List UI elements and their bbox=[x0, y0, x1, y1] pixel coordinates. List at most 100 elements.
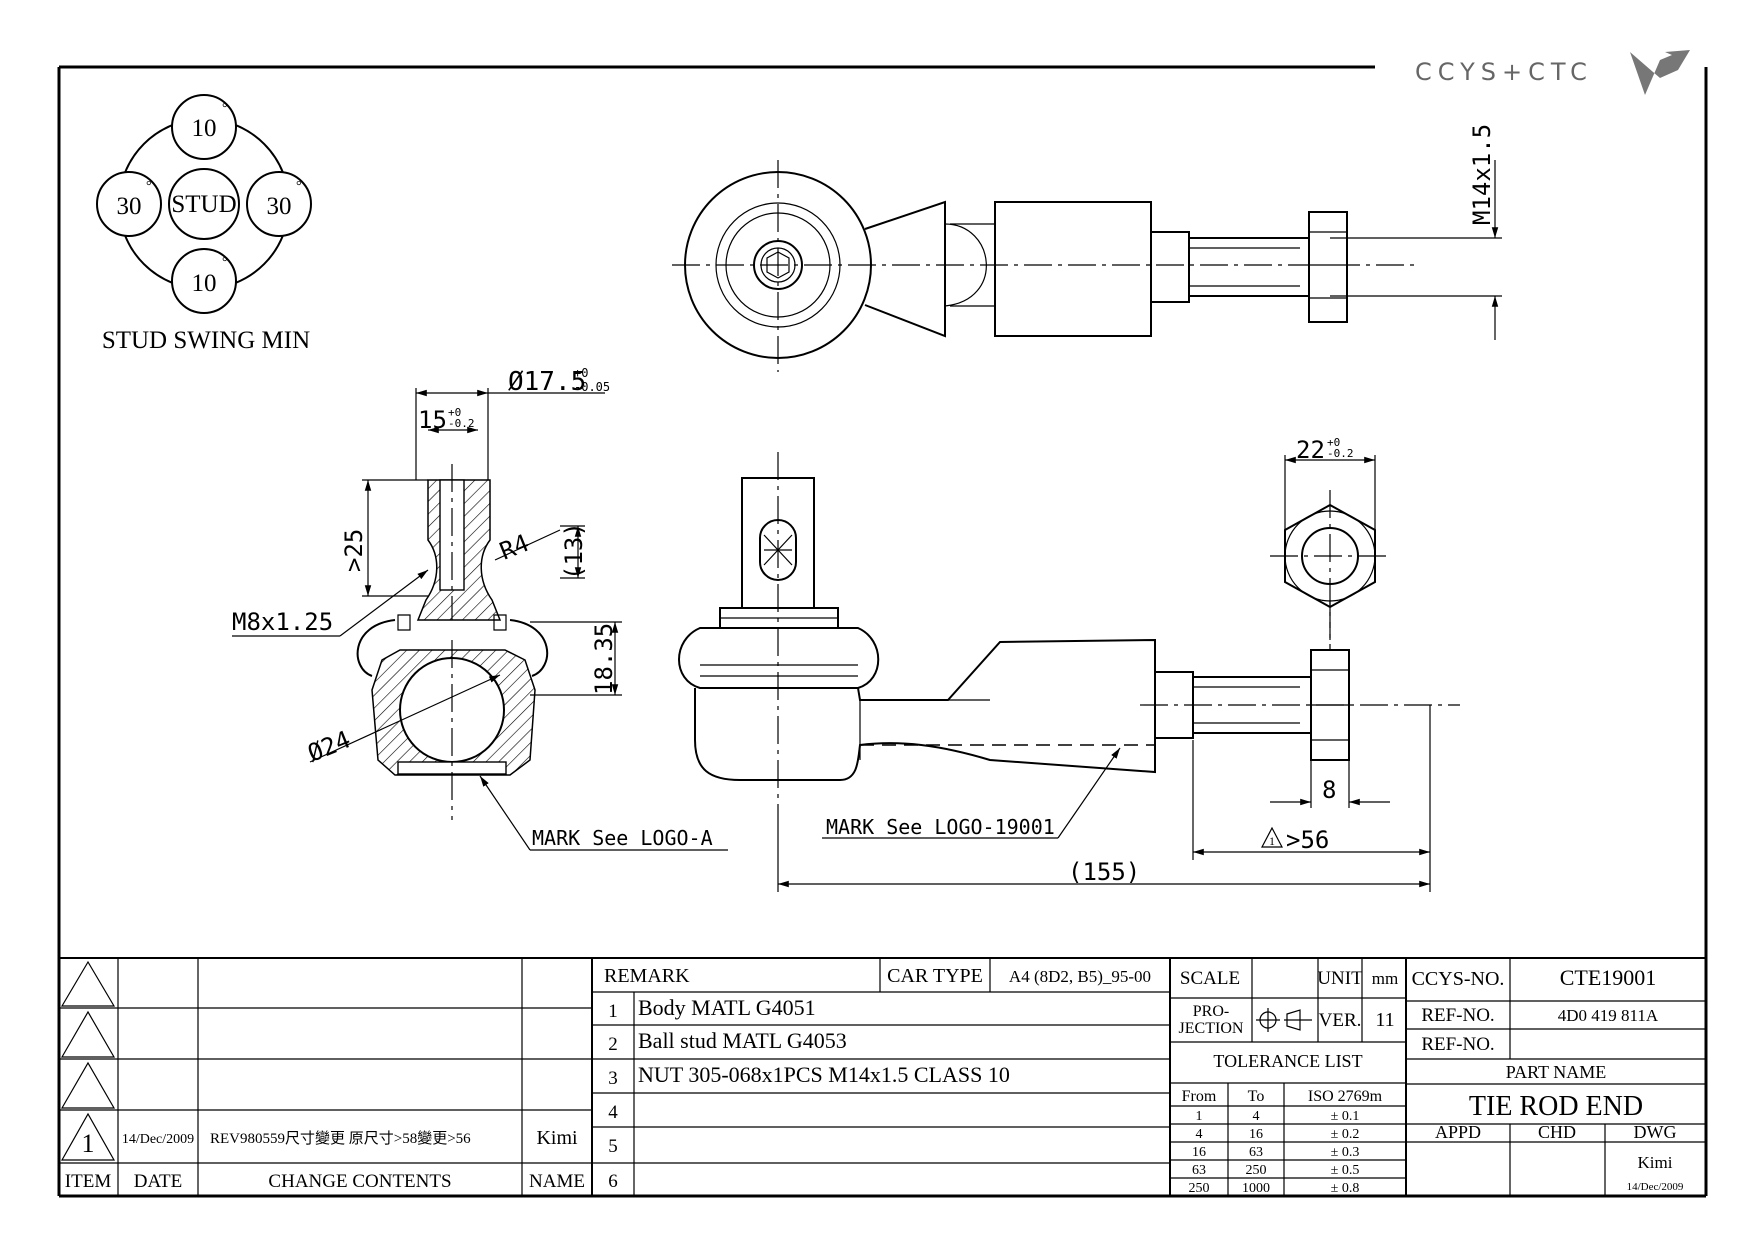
appd-label: APPD bbox=[1435, 1122, 1481, 1142]
dim-r4: R4 bbox=[496, 529, 533, 566]
unit-value: mm bbox=[1372, 969, 1398, 988]
dim-m8: M8x1.25 bbox=[232, 608, 333, 636]
svg-text:1: 1 bbox=[1196, 1109, 1203, 1124]
title-block: CCYS-NO. CTE19001 REF-NO. 4D0 419 811A R… bbox=[1412, 965, 1684, 1193]
unit-label: UNIT bbox=[1317, 968, 1363, 989]
scale-label: SCALE bbox=[1180, 968, 1240, 989]
svg-text:± 0.8: ± 0.8 bbox=[1331, 1181, 1360, 1196]
svg-text:± 0.5: ± 0.5 bbox=[1331, 1163, 1360, 1178]
svg-text:1000: 1000 bbox=[1242, 1181, 1270, 1196]
part-name-label: PART NAME bbox=[1506, 1062, 1606, 1082]
dwg-name: Kimi bbox=[1638, 1153, 1673, 1172]
svg-text:± 0.2: ± 0.2 bbox=[1331, 1127, 1360, 1142]
dim-m14: M14x1.5 bbox=[1468, 124, 1496, 225]
dim-25: >25 bbox=[340, 529, 368, 572]
col-contents: CHANGE CONTENTS bbox=[268, 1171, 451, 1192]
ref-no-value: 4D0 419 811A bbox=[1558, 1006, 1659, 1025]
svg-text:1: 1 bbox=[1269, 834, 1275, 848]
svg-text:JECTION: JECTION bbox=[1179, 1020, 1244, 1037]
svg-text:16: 16 bbox=[1192, 1145, 1206, 1160]
dim-56: >56 bbox=[1286, 826, 1329, 854]
svg-text:-0.2: -0.2 bbox=[1327, 447, 1354, 460]
remark-label: REMARK bbox=[604, 965, 690, 987]
svg-text:3: 3 bbox=[608, 1068, 618, 1089]
logo-text: CCYS+CTC bbox=[1415, 58, 1593, 86]
svg-text:16: 16 bbox=[1249, 1127, 1263, 1142]
svg-text:250: 250 bbox=[1189, 1181, 1210, 1196]
revision-table: 1 14/Dec/2009 REV980559尺寸變更 原尺寸>58變更>56 … bbox=[65, 1127, 585, 1192]
dim-15: 15 bbox=[418, 406, 447, 434]
dim-155: (155) bbox=[1068, 858, 1140, 886]
col-item: ITEM bbox=[65, 1171, 112, 1192]
stud-swing-title: STUD SWING MIN bbox=[102, 327, 310, 354]
swing-top: 10 bbox=[192, 115, 217, 142]
svg-text:-0.05: -0.05 bbox=[574, 380, 610, 394]
svg-text:+0: +0 bbox=[574, 366, 588, 380]
svg-text:± 0.1: ± 0.1 bbox=[1331, 1109, 1360, 1124]
svg-text:250: 250 bbox=[1246, 1163, 1267, 1178]
svg-text:+0: +0 bbox=[448, 406, 461, 419]
part-name-value: TIE ROD END bbox=[1469, 1091, 1643, 1122]
svg-text:From: From bbox=[1182, 1088, 1217, 1105]
side-view: 22 +0 -0.2 8 1 >56 (155) MARK See LOGO-1… bbox=[678, 436, 1460, 892]
car-type-value: A4 (8D2, B5)_95-00 bbox=[1009, 967, 1151, 986]
ccys-no-label: CCYS-NO. bbox=[1412, 968, 1505, 990]
remark-item-2: Ball stud MATL G4053 bbox=[638, 1028, 847, 1053]
stud-label: STUD bbox=[171, 191, 236, 218]
section-view: Ø17.5 +0 -0.05 15 +0 -0.2 >25 R4 (13) M8… bbox=[232, 366, 728, 851]
ccys-no-value: CTE19001 bbox=[1560, 965, 1657, 990]
dwg-date: 14/Dec/2009 bbox=[1627, 1181, 1684, 1193]
swing-left: 30 bbox=[117, 193, 142, 220]
note-logo-a: MARK See LOGO-A bbox=[532, 826, 713, 850]
rev-name: Kimi bbox=[536, 1127, 578, 1149]
svg-text:4: 4 bbox=[1196, 1127, 1203, 1142]
remark-table: REMARK CAR TYPE A4 (8D2, B5)_95-00 1 Bod… bbox=[604, 965, 1151, 1192]
logo-mark-icon bbox=[1630, 50, 1690, 95]
chd-label: CHD bbox=[1538, 1122, 1576, 1142]
dim-dia24: Ø24 bbox=[304, 725, 355, 767]
rev-contents: REV980559尺寸變更 原尺寸>58變更>56 bbox=[210, 1130, 471, 1147]
svg-text:ISO 2769m: ISO 2769m bbox=[1308, 1088, 1383, 1105]
dim-dia17: Ø17.5 bbox=[508, 367, 586, 397]
svg-text:4: 4 bbox=[608, 1102, 618, 1123]
projection-symbol-icon bbox=[1256, 1008, 1312, 1032]
top-view: M14x1.5 bbox=[672, 124, 1502, 372]
ref-no2-label: REF-NO. bbox=[1421, 1034, 1494, 1055]
remark-item-3: NUT 305-068x1PCS M14x1.5 CLASS 10 bbox=[638, 1062, 1010, 1087]
spec-table: SCALE UNIT mm PRO- JECTION VER. 11 TOLER… bbox=[1179, 968, 1399, 1196]
dwg-label: DWG bbox=[1634, 1122, 1677, 1142]
svg-text:°: ° bbox=[222, 101, 228, 116]
dim-8: 8 bbox=[1322, 776, 1336, 804]
dim-18-35: 18.35 bbox=[590, 623, 618, 695]
svg-text:5: 5 bbox=[608, 1136, 618, 1157]
svg-text:°: ° bbox=[222, 255, 228, 270]
rev-symbol: 1 bbox=[82, 1129, 95, 1158]
svg-text:+0: +0 bbox=[1327, 436, 1340, 449]
svg-text:4: 4 bbox=[1253, 1109, 1260, 1124]
car-type-label: CAR TYPE bbox=[887, 965, 983, 987]
svg-text:63: 63 bbox=[1249, 1145, 1263, 1160]
svg-text:°: ° bbox=[296, 179, 302, 194]
svg-text:2: 2 bbox=[608, 1034, 618, 1055]
col-name: NAME bbox=[529, 1171, 585, 1192]
tolerance-title: TOLERANCE LIST bbox=[1213, 1051, 1362, 1071]
ver-label: VER. bbox=[1319, 1010, 1362, 1031]
svg-text:± 0.3: ± 0.3 bbox=[1331, 1145, 1360, 1160]
svg-text:°: ° bbox=[146, 179, 152, 194]
svg-text:-0.2: -0.2 bbox=[448, 417, 475, 430]
svg-text:PRO-: PRO- bbox=[1193, 1003, 1229, 1020]
dim-22: 22 bbox=[1296, 436, 1325, 464]
svg-text:To: To bbox=[1248, 1088, 1265, 1105]
svg-text:1: 1 bbox=[608, 1001, 618, 1022]
swing-right: 30 bbox=[267, 193, 292, 220]
rev-date: 14/Dec/2009 bbox=[122, 1132, 194, 1147]
stud-swing-diagram: STUD 10 10 30 30 ° ° ° ° STUD SWING MIN bbox=[96, 94, 312, 354]
ver-value: 11 bbox=[1375, 1009, 1394, 1031]
svg-text:63: 63 bbox=[1192, 1163, 1206, 1178]
revision-triangles bbox=[60, 960, 116, 1161]
dim-13: (13) bbox=[560, 522, 588, 580]
svg-text:6: 6 bbox=[608, 1171, 618, 1192]
ref-no-label: REF-NO. bbox=[1421, 1005, 1494, 1026]
swing-bottom: 10 bbox=[192, 270, 217, 297]
